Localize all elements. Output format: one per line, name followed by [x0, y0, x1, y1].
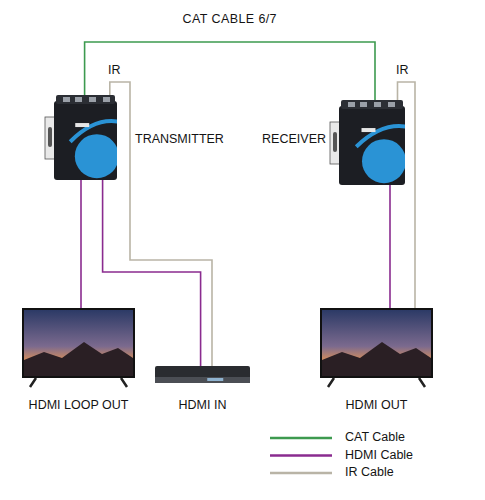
node-shape — [22, 308, 135, 388]
media-player: HDMI IN — [155, 366, 250, 383]
cable-line — [389, 185, 391, 308]
ear-slot — [48, 127, 52, 147]
node-label: HDMI OUT — [308, 398, 445, 413]
tv-stand — [30, 378, 127, 387]
node-shape — [320, 308, 433, 388]
device-top — [341, 100, 403, 109]
node-shape — [155, 366, 250, 383]
logo-mark — [75, 123, 89, 127]
player-body — [155, 366, 250, 383]
device-port — [388, 102, 395, 107]
device-port — [103, 97, 110, 102]
logo-mark — [362, 128, 376, 132]
node-label: HDMI IN — [140, 398, 265, 413]
tv-frame — [22, 308, 135, 378]
player-display — [207, 378, 223, 381]
node-label: HDMI LOOP OUT — [10, 398, 147, 413]
node-shape — [330, 100, 405, 185]
device-body — [339, 106, 405, 185]
device-port — [360, 102, 367, 107]
legend-line — [270, 472, 332, 475]
legend-label: HDMI Cable — [345, 448, 475, 463]
logo-swoosh — [356, 126, 405, 147]
port-label: IR — [396, 63, 409, 78]
tv-frame — [320, 308, 433, 378]
node-label: TRANSMITTER — [135, 132, 245, 147]
player-front — [155, 377, 250, 383]
extender-unit: TRANSMITTER — [45, 95, 117, 180]
port-label: IR — [108, 63, 121, 78]
extender-unit: RECEIVER — [330, 100, 405, 185]
tv-stand — [328, 378, 425, 387]
cable-line — [85, 42, 375, 100]
cable-line — [80, 180, 82, 308]
device-port — [75, 97, 82, 102]
legend-label: CAT Cable — [345, 430, 475, 445]
tv-display: HDMI OUT — [320, 308, 433, 388]
logo-disc — [75, 134, 117, 178]
tv-screen — [322, 310, 431, 376]
tv-display: HDMI LOOP OUT — [22, 308, 135, 388]
legend-label: IR Cable — [345, 465, 475, 480]
logo-disc — [362, 139, 405, 183]
legend-line — [270, 454, 332, 457]
device-top — [56, 95, 115, 104]
ear-slot — [333, 132, 337, 152]
tv-screen — [24, 310, 133, 376]
node-shape — [45, 95, 117, 180]
logo-swoosh — [70, 121, 117, 142]
node-label: RECEIVER — [258, 132, 326, 147]
mountain-silhouette — [322, 342, 431, 376]
device-port — [348, 102, 355, 107]
cable-label: CAT CABLE 6/7 — [145, 12, 315, 27]
device-port — [89, 97, 96, 102]
device-port — [63, 97, 70, 102]
mountain-silhouette — [24, 342, 133, 376]
legend-line — [270, 437, 332, 440]
device-port — [374, 102, 381, 107]
